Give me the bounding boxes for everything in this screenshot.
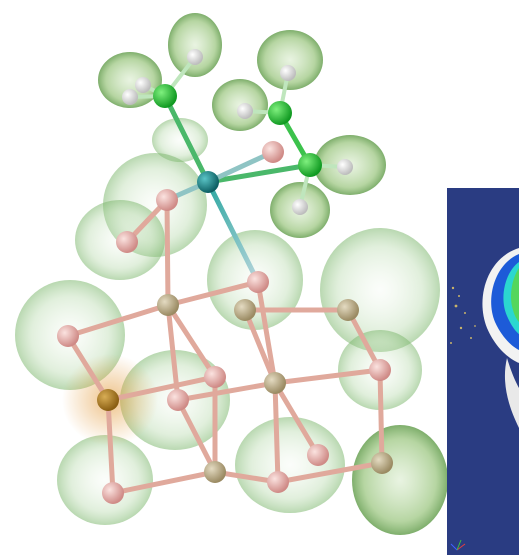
hydrogen-atom — [292, 199, 308, 215]
oxygen-atom — [57, 325, 79, 347]
oxygen-atom — [307, 444, 329, 466]
silicon-atom — [371, 452, 393, 474]
inset-surface — [482, 248, 519, 428]
oxygen-atom — [102, 482, 124, 504]
silicon-atom — [204, 461, 226, 483]
hydrogen-atom — [187, 49, 203, 65]
oxygen-atom — [247, 271, 269, 293]
carbon-atom — [153, 84, 177, 108]
oxygen-atom — [369, 359, 391, 381]
aluminum-atom — [97, 389, 119, 411]
inset-speckles — [450, 286, 476, 344]
oxygen-atom — [156, 189, 178, 211]
hydrogen-atom — [280, 65, 296, 81]
oxygen-atom — [204, 366, 226, 388]
oxygen-atom — [262, 141, 284, 163]
silicon-atom — [337, 299, 359, 321]
oxygen-atom — [167, 389, 189, 411]
carbon-atom — [298, 153, 322, 177]
hydrogen-atom — [122, 89, 138, 105]
inset-visualization-panel — [447, 188, 519, 555]
hydrogen-atom — [337, 159, 353, 175]
inset-surface-render — [447, 188, 519, 555]
silicon-atom — [264, 372, 286, 394]
atoms — [57, 49, 393, 504]
metal-center-atom — [197, 171, 219, 193]
hydrogen-atom — [135, 77, 151, 93]
silicon-atom — [234, 299, 256, 321]
oxygen-atom — [267, 471, 289, 493]
silicon-atom — [157, 294, 179, 316]
oxygen-atom — [116, 231, 138, 253]
hydrogen-atom — [237, 103, 253, 119]
xyz-axes-icon — [450, 539, 466, 551]
carbon-atom — [268, 101, 292, 125]
